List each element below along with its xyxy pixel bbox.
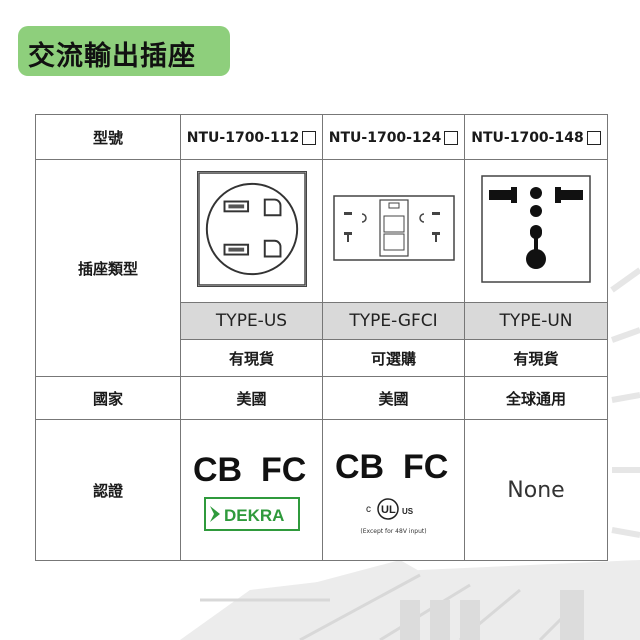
availability-cell: 可選購 xyxy=(322,339,465,377)
country-cell: 全球通用 xyxy=(464,376,608,420)
cb-logo-text: CB xyxy=(335,448,384,486)
model-cell: NTU-1700-124 xyxy=(322,114,465,160)
cb-logo-text: CB xyxy=(193,451,242,489)
certification-row: 認證 CB FC DEKRA CB FC xyxy=(35,419,608,561)
model-name: NTU-1700-112 xyxy=(186,130,300,146)
country-cell: 美國 xyxy=(322,376,465,420)
cb-fc-logos: CB FC xyxy=(193,451,306,489)
page-title: 交流輸出插座 xyxy=(28,41,196,72)
row-label-socket-type: 插座類型 xyxy=(35,159,181,377)
country-cell: 美國 xyxy=(180,376,323,420)
dekra-logo-text: DEKRA xyxy=(224,506,284,525)
row-label-country: 國家 xyxy=(35,376,181,420)
availability-cell: 有現貨 xyxy=(464,339,608,377)
model-name: NTU-1700-124 xyxy=(328,130,442,146)
title-badge xyxy=(18,26,230,76)
gfci-outlet-icon xyxy=(332,195,455,261)
cul-us-logo: c UL US xyxy=(366,497,414,520)
model-checkbox[interactable] xyxy=(586,131,601,145)
model-checkbox[interactable] xyxy=(444,131,459,145)
cert-cell: CB FC c UL US (Except for 48V input) xyxy=(322,419,465,561)
model-row: 型號 NTU-1700-112 NTU-1700-124 NTU-1700-14… xyxy=(35,114,608,160)
type-cell: TYPE-GFCI xyxy=(322,302,465,340)
cert-cell: CB FC DEKRA xyxy=(180,419,323,561)
dekra-logo: DEKRA xyxy=(203,497,300,531)
universal-outlet-icon xyxy=(481,175,591,283)
availability-row: 有現貨 可選購 有現貨 xyxy=(36,339,608,377)
country-row: 國家 美國 美國 全球通用 xyxy=(35,376,608,420)
availability-cell: 有現貨 xyxy=(180,339,323,377)
type-cell: TYPE-UN xyxy=(464,302,608,340)
cert-cell: None xyxy=(464,419,608,561)
fc-logo-text: FC xyxy=(403,448,448,486)
spec-table: 型號 NTU-1700-112 NTU-1700-124 NTU-1700-14… xyxy=(35,114,608,561)
socket-cell xyxy=(180,159,323,303)
type-cell: TYPE-US xyxy=(180,302,323,340)
us-outlet-icon xyxy=(196,171,307,287)
svg-text:UL: UL xyxy=(381,504,396,516)
model-name: NTU-1700-148 xyxy=(471,130,584,146)
row-label-certification: 認證 xyxy=(35,419,181,561)
model-cell: NTU-1700-112 xyxy=(180,114,323,160)
svg-text:c: c xyxy=(366,504,371,515)
socket-image-row: 插座類型 xyxy=(35,159,608,377)
cb-fc-logos: CB FC xyxy=(335,448,448,486)
ul-us-text: US xyxy=(402,507,414,516)
socket-cell xyxy=(322,159,465,303)
model-cell: NTU-1700-148 xyxy=(464,114,608,160)
model-checkbox[interactable] xyxy=(302,131,317,145)
cert-none-text: None xyxy=(507,477,565,503)
fc-logo-text: FC xyxy=(261,451,306,489)
cert-note: (Except for 48V input) xyxy=(360,527,427,535)
row-label-model: 型號 xyxy=(35,114,181,160)
socket-cell xyxy=(464,159,608,303)
